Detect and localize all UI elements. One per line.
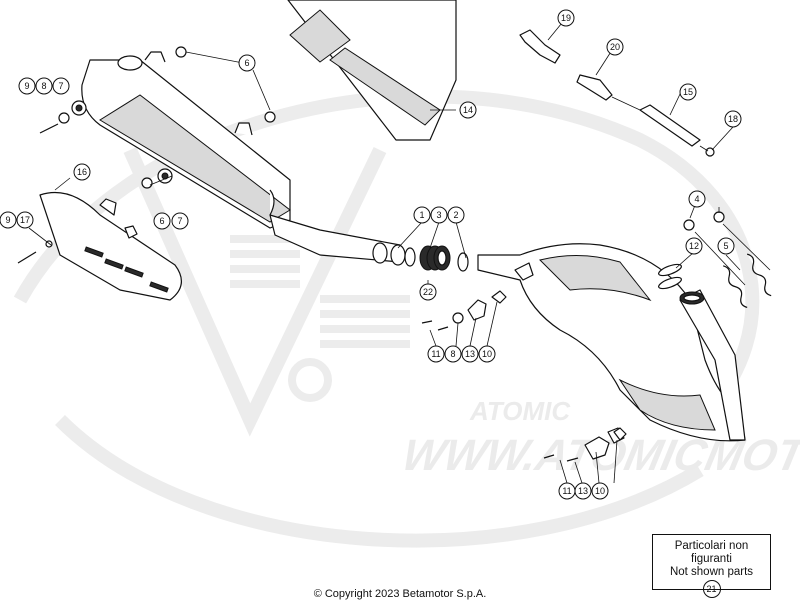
callout-10-mid: 10 — [478, 345, 496, 363]
svg-text:6: 6 — [244, 58, 249, 68]
callout-17: 17 — [16, 211, 34, 229]
watermark-logo-text: ATOMIC — [469, 396, 571, 426]
orings-spring — [404, 245, 469, 272]
not-shown-parts-box: Particolari non figuranti Not shown part… — [652, 534, 771, 598]
svg-text:13: 13 — [465, 349, 475, 359]
callout-11-bottom: 11 — [558, 482, 576, 500]
svg-text:4: 4 — [694, 194, 699, 204]
part-22-spring — [419, 245, 451, 271]
callout-9-left-top: 9 — [18, 77, 36, 95]
copyright-footer: © Copyright 2023 Betamotor S.p.A. — [313, 588, 487, 600]
svg-text:15: 15 — [683, 87, 693, 97]
svg-text:5: 5 — [723, 241, 728, 251]
svg-text:11: 11 — [562, 486, 571, 496]
callout-6-top: 6 — [238, 54, 256, 72]
svg-text:17: 17 — [20, 215, 30, 225]
svg-text:9: 9 — [24, 81, 29, 91]
callout-5: 5 — [717, 237, 735, 255]
mount-parts-right — [658, 211, 772, 308]
callout-3: 3 — [430, 206, 448, 224]
svg-text:1: 1 — [419, 210, 424, 220]
svg-text:6: 6 — [159, 216, 164, 226]
svg-text:22: 22 — [423, 287, 433, 297]
callout-7-left-top: 7 — [52, 77, 70, 95]
silencer — [81, 51, 291, 229]
svg-text:9: 9 — [5, 215, 10, 225]
svg-text:19: 19 — [561, 13, 571, 23]
svg-text:20: 20 — [610, 42, 620, 52]
callout-2: 2 — [447, 206, 465, 224]
hardware — [17, 46, 627, 462]
callout-8-left-top: 8 — [35, 77, 53, 95]
callout-19: 19 — [557, 9, 575, 27]
part-16-heat-guard — [39, 191, 182, 301]
callouts: 9 8 7 6 16 6 7 9 17 14 19 20 15 18 1 3 2… — [0, 9, 742, 500]
svg-text:18: 18 — [728, 114, 738, 124]
svg-text:3: 3 — [436, 210, 441, 220]
callout-8-mid: 8 — [444, 345, 462, 363]
legend-ref-badge: 21 — [702, 580, 721, 598]
callout-7-mid: 7 — [171, 212, 189, 230]
svg-text:12: 12 — [689, 241, 699, 251]
callout-13-bottom: 13 — [574, 482, 592, 500]
drain-hose-parts — [519, 29, 715, 157]
svg-text:13: 13 — [578, 486, 588, 496]
svg-text:11: 11 — [431, 349, 440, 359]
callout-14: 14 — [459, 101, 477, 119]
expansion-chamber — [477, 243, 746, 444]
part-14-packing-kit — [287, 0, 457, 141]
callout-6-mid: 6 — [153, 212, 171, 230]
legend-line-english: Not shown parts — [669, 566, 754, 578]
callout-22: 22 — [419, 283, 437, 301]
callout-9-left-bottom: 9 — [0, 211, 17, 229]
svg-text:8: 8 — [41, 81, 46, 91]
link-pipe — [269, 214, 406, 266]
callout-12: 12 — [685, 237, 703, 255]
callout-11-mid: 11 — [427, 345, 445, 363]
svg-text:2: 2 — [453, 210, 458, 220]
callout-10-bottom: 10 — [591, 482, 609, 500]
callout-18: 18 — [724, 110, 742, 128]
legend-line-italian: Particolari non figuranti — [674, 540, 749, 565]
callout-4: 4 — [688, 190, 706, 208]
callout-13-mid: 13 — [461, 345, 479, 363]
svg-text:10: 10 — [482, 349, 492, 359]
callout-20: 20 — [606, 38, 624, 56]
callout-1: 1 — [413, 206, 431, 224]
svg-text:7: 7 — [58, 81, 63, 91]
svg-text:8: 8 — [450, 349, 455, 359]
callout-16: 16 — [73, 163, 91, 181]
svg-text:14: 14 — [463, 105, 473, 115]
svg-text:16: 16 — [77, 167, 87, 177]
callout-15: 15 — [679, 83, 697, 101]
svg-text:7: 7 — [177, 216, 182, 226]
svg-text:10: 10 — [595, 486, 605, 496]
